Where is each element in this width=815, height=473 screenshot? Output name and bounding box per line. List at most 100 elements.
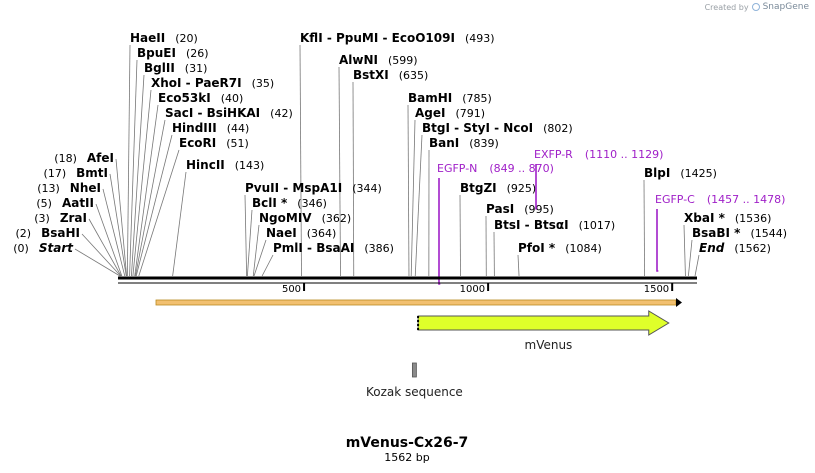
site-bstxi[interactable]: BstXI(635): [353, 68, 428, 82]
site-name: NaeI(364): [266, 226, 336, 240]
tick-1000: 1000: [460, 283, 490, 295]
site-name: BstXI(635): [353, 68, 428, 82]
primer-egfp-n[interactable]: EGFP-N(849 .. 870): [437, 162, 554, 285]
site-bani[interactable]: BanI(839): [429, 136, 499, 150]
site-leader-line: [643, 179, 645, 277]
site-leader-line: [172, 171, 187, 277]
site-eco53ki[interactable]: Eco53kI(40): [158, 91, 243, 105]
feature-mvenus[interactable]: mVenus: [417, 310, 670, 352]
site-leader-line: [414, 134, 423, 277]
site-pfoi[interactable]: PfoI *(1084): [518, 241, 602, 255]
site-name: PvuII - MspA1I(344): [245, 181, 382, 195]
site-leader-line: [132, 89, 152, 277]
site-saci-bsihkai[interactable]: SacI - BsiHKAI(42): [165, 106, 293, 120]
site-alwni[interactable]: AlwNI(599): [339, 53, 418, 67]
primer-egfp-c[interactable]: EGFP-C(1457 .. 1478): [655, 193, 785, 272]
site-name: HindIII(44): [172, 121, 249, 135]
site-name: HaeII(20): [130, 31, 198, 45]
site-bglii[interactable]: BglII(31): [144, 61, 207, 75]
site-btsi-bts-i[interactable]: BtsI - BtsαI(1017): [494, 218, 615, 232]
site-name: BtsI - BtsαI(1017): [494, 218, 615, 232]
site-leader-line: [459, 194, 461, 277]
site-leader-line: [74, 248, 121, 277]
site-bpuei[interactable]: BpuEI(26): [137, 46, 209, 60]
site-bmti[interactable]: (17)BmtI: [44, 166, 108, 180]
site-name: (3)ZraI: [34, 211, 87, 225]
site-leader-line: [109, 173, 127, 277]
site-leader-line: [410, 119, 416, 277]
snapgene-credit: Created by SnapGene: [705, 2, 809, 12]
site-leader-line: [683, 224, 686, 277]
site-name: PmlI - BsaAI(386): [273, 241, 394, 255]
feature-kozak[interactable]: Kozak sequence: [366, 362, 463, 399]
site-name: XhoI - PaeR7I(35): [151, 76, 274, 90]
tick-label: 500: [282, 284, 301, 295]
site-ngomiv[interactable]: NgoMIV(362): [259, 211, 351, 225]
site-bamhi[interactable]: BamHI(785): [408, 91, 492, 105]
primer-exfp-r[interactable]: EXFP-R(1110 .. 1129): [534, 148, 663, 210]
site-agei[interactable]: AgeI(791): [415, 106, 485, 120]
site-leader-line: [299, 44, 302, 277]
site-btgi-styi-ncoi[interactable]: BtgI - StyI - NcoI(802): [422, 121, 573, 135]
tick-label: 1000: [460, 284, 485, 295]
site-leader-line: [88, 218, 122, 277]
site-name: NgoMIV(362): [259, 211, 351, 225]
site-bsabi[interactable]: BsaBI *(1544): [692, 226, 787, 240]
site-leader-line: [253, 239, 267, 277]
site-name: AgeI(791): [415, 106, 485, 120]
site-name: BglII(31): [144, 61, 207, 75]
site-xbai[interactable]: XbaI *(1536): [684, 211, 771, 225]
site-name: BtgI - StyI - NcoI(802): [422, 121, 573, 135]
site-name: (5)AatII: [36, 196, 94, 210]
site-aatii[interactable]: (5)AatII: [36, 196, 94, 210]
site-haeii[interactable]: HaeII(20): [130, 31, 198, 45]
site-nhei[interactable]: (13)NheI: [37, 181, 101, 195]
site-leader-line: [138, 149, 180, 277]
site-btgzi[interactable]: BtgZI(925): [460, 181, 536, 195]
site-name: (18)AfeI: [54, 151, 114, 165]
primers: EGFP-N(849 .. 870)EXFP-R(1110 .. 1129)EG…: [437, 148, 785, 285]
site-leader-line: [126, 44, 131, 277]
scale-ticks: 500 1000 1500: [282, 283, 674, 295]
site-hindiii[interactable]: HindIII(44): [172, 121, 249, 135]
sequence-length: 1562 bp: [384, 451, 429, 464]
site-xhoi-paer7i[interactable]: XhoI - PaeR7I(35): [151, 76, 274, 90]
site-leader-line: [102, 188, 126, 277]
site-name: PfoI *(1084): [518, 241, 602, 255]
site-pasi[interactable]: PasI(995): [486, 202, 554, 216]
site-leader-line: [261, 254, 274, 277]
site-name: XbaI *(1536): [684, 211, 771, 225]
site-pmli-bsaai[interactable]: PmlI - BsaAI(386): [273, 241, 394, 255]
primer-label: EGFP-N(849 .. 870): [437, 162, 554, 175]
site-name: SacI - BsiHKAI(42): [165, 106, 293, 120]
site-bsahi[interactable]: (2)BsaHI: [16, 226, 81, 240]
site-hincii[interactable]: HincII(143): [186, 158, 264, 172]
site-pvuii-mspa1i[interactable]: PvuII - MspA1I(344): [245, 181, 382, 195]
site-name: BamHI(785): [408, 91, 492, 105]
site-afei[interactable]: (18)AfeI: [54, 151, 114, 165]
site-blpi[interactable]: BlpI(1425): [644, 166, 717, 180]
site-kfli-ppumi-ecoo109i[interactable]: KflI - PpuMI - EcoO109I(493): [300, 31, 495, 45]
site-end[interactable]: End(1562): [699, 241, 771, 255]
created-by-text: Created by: [704, 2, 749, 12]
site-name: End(1562): [699, 241, 771, 255]
site-leader-line: [131, 74, 145, 277]
site-zrai[interactable]: (3)ZraI: [34, 211, 87, 225]
site-leader-line: [135, 134, 173, 277]
site-leader-line: [134, 104, 159, 277]
site-leader-line: [407, 104, 410, 277]
site-name: (13)NheI: [37, 181, 101, 195]
dna-backbone: [118, 276, 697, 284]
brand-name: SnapGene: [762, 2, 809, 12]
site-ecori[interactable]: EcoRI(51): [179, 136, 249, 150]
site-name: BpuEI(26): [137, 46, 209, 60]
site-name: BlpI(1425): [644, 166, 717, 180]
site-bcli[interactable]: BclI *(346): [252, 196, 327, 210]
tick-1500: 1500: [644, 283, 674, 295]
site-leader-line: [135, 119, 166, 277]
tick-label: 1500: [644, 284, 669, 295]
site-naei[interactable]: NaeI(364): [266, 226, 336, 240]
feature-label-kozak: Kozak sequence: [366, 385, 463, 399]
site-start[interactable]: (0)Start: [13, 241, 74, 255]
